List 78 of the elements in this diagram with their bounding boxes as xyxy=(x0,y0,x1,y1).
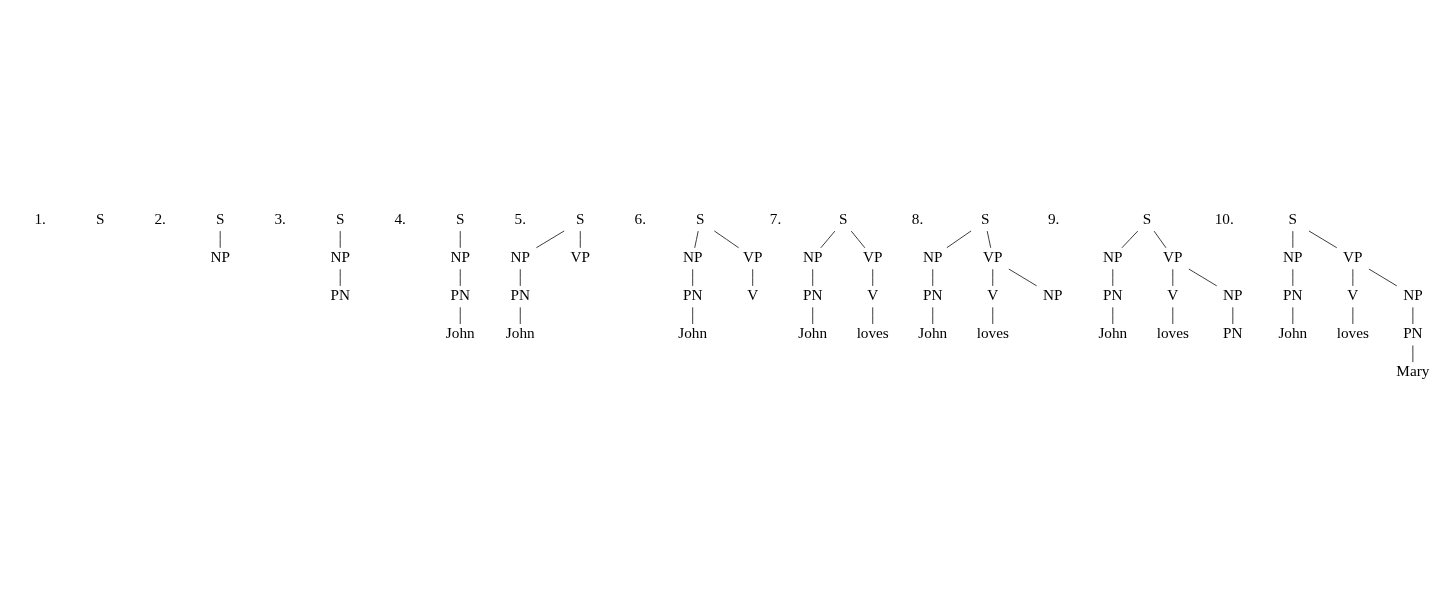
node-text: S xyxy=(215,209,225,227)
node-text: VP xyxy=(862,247,883,265)
node-text: V xyxy=(867,285,879,303)
node-text: S xyxy=(1288,209,1298,227)
node-text: NP xyxy=(1223,285,1243,303)
label: 9. xyxy=(1048,209,1060,227)
connector xyxy=(1121,230,1139,248)
label: 7. xyxy=(769,209,782,227)
node-text: S xyxy=(696,209,705,227)
connector xyxy=(1308,230,1338,248)
connector xyxy=(1188,268,1218,286)
node-text: NP xyxy=(923,247,943,265)
connector xyxy=(694,230,699,248)
node-text: loves xyxy=(856,323,889,341)
node-text: PN xyxy=(510,285,530,303)
label: 5. xyxy=(514,209,526,227)
node-text: Mary xyxy=(1396,361,1430,379)
node-text: NP xyxy=(210,247,230,265)
connector xyxy=(536,230,565,248)
node-text: PN xyxy=(1403,323,1423,341)
label: 4. xyxy=(394,209,406,227)
node-text: S xyxy=(1142,209,1152,227)
node-text: VP xyxy=(570,247,591,265)
connector xyxy=(1153,230,1167,248)
node-text: S xyxy=(335,209,345,227)
node-text: S xyxy=(576,209,585,227)
node-text: NP xyxy=(802,247,823,265)
node-text: NP xyxy=(1403,285,1423,303)
label: 1. xyxy=(34,209,46,227)
label: 3. xyxy=(274,209,286,227)
node-text: PN xyxy=(330,285,350,303)
connector xyxy=(850,230,866,248)
node-text: NP xyxy=(330,247,350,265)
node-text: John xyxy=(1278,323,1308,341)
node-text: John xyxy=(798,323,828,341)
node-text: S xyxy=(838,209,848,227)
connector xyxy=(946,230,972,248)
node-text: John xyxy=(505,323,535,341)
node-text: NP xyxy=(1283,247,1303,265)
label: 8. xyxy=(911,209,924,227)
connector xyxy=(713,230,739,248)
node-text: NP xyxy=(1103,247,1123,265)
connector xyxy=(820,230,836,248)
node-text: PN xyxy=(923,285,943,303)
node-text: V xyxy=(1347,285,1359,303)
node-text: loves xyxy=(1156,323,1189,341)
connector xyxy=(986,230,992,248)
node-text: John xyxy=(445,323,475,341)
node-text: PN xyxy=(1223,323,1243,341)
node-text: VP xyxy=(983,247,1003,265)
label: 10. xyxy=(1214,209,1234,227)
node-text: S xyxy=(95,209,105,227)
node-text: NP xyxy=(682,247,703,265)
node-text: PN xyxy=(802,285,823,303)
node-text: John xyxy=(1098,323,1128,341)
node-text: John xyxy=(678,323,708,341)
node-text: VP xyxy=(1343,247,1363,265)
node-text: V xyxy=(987,285,999,303)
label: 6. xyxy=(634,209,647,227)
node-text: PN xyxy=(1283,285,1303,303)
connector xyxy=(1368,268,1398,286)
node-text: loves xyxy=(1336,323,1369,341)
node-text: PN xyxy=(1103,285,1123,303)
node-text: VP xyxy=(1163,247,1183,265)
label: 2. xyxy=(154,209,166,227)
node-text: PN xyxy=(682,285,703,303)
node-text: VP xyxy=(742,247,763,265)
connector xyxy=(1008,268,1038,286)
node-text: V xyxy=(747,285,759,303)
node-text: NP xyxy=(450,247,470,265)
node-text: John xyxy=(918,323,948,341)
node-text: loves xyxy=(976,323,1009,341)
node-text: S xyxy=(980,209,990,227)
node-text: NP xyxy=(1043,285,1063,303)
node-text: V xyxy=(1167,285,1179,303)
node-text: NP xyxy=(510,247,530,265)
node-text: PN xyxy=(450,285,470,303)
node-text: S xyxy=(456,209,465,227)
